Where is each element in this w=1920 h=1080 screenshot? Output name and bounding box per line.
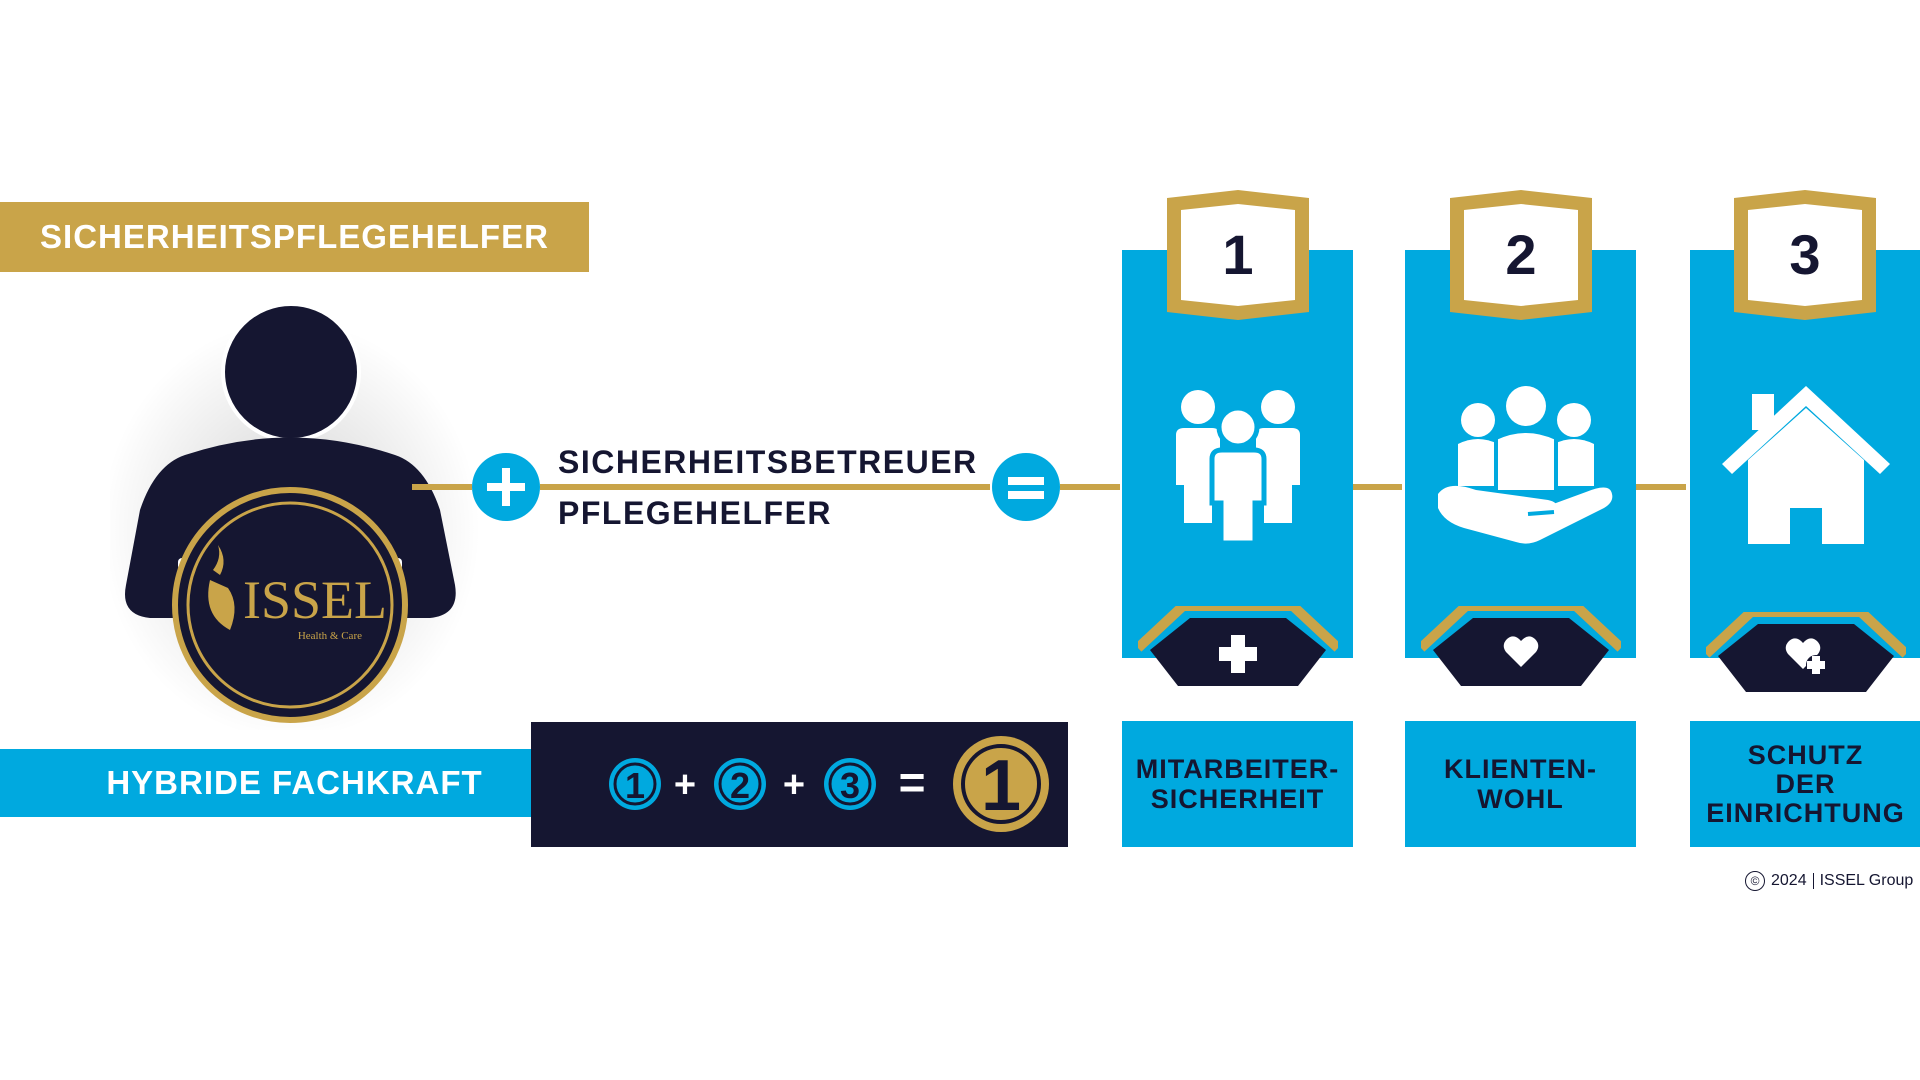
copyright: © 2024 ISSEL Group <box>1745 871 1913 891</box>
equation-term-1: 1 <box>609 758 661 810</box>
hybrid-banner: HYBRIDE FACHKRAFT <box>0 749 589 817</box>
house-icon <box>1722 386 1890 544</box>
equals-icon <box>1008 477 1044 499</box>
pillar-3-number: 3 <box>1789 223 1821 286</box>
copyright-year: 2024 <box>1771 872 1807 889</box>
equation-op1: + <box>674 764 696 806</box>
pillar-3-label-line3: EINRICHTUNG <box>1706 797 1905 828</box>
equation-eq: = <box>899 756 926 808</box>
pillar-2-label: KLIENTEN- WOHL <box>1405 721 1636 847</box>
connector-line <box>540 484 990 490</box>
pillar-3-label: SCHUTZ DER EINRICHTUNG <box>1690 721 1920 847</box>
connector-line <box>1060 484 1120 490</box>
pillar-3-label-line1: SCHUTZ <box>1747 739 1864 770</box>
group-icon <box>1176 390 1300 545</box>
figure-head <box>221 302 361 442</box>
logo-tagline: Health & Care <box>298 630 362 642</box>
title-banner: SICHERHEITSPFLEGEHELFER <box>0 202 589 272</box>
equation-graphic: 1 + 2 + 3 = 1 <box>609 736 1049 832</box>
pillar-2-label-line1: KLIENTEN- <box>1444 754 1597 784</box>
equation-result-text: 1 <box>981 746 1021 826</box>
copyright-owner: ISSEL Group <box>1819 872 1914 889</box>
connector-line2: PFLEGEHELFER <box>558 495 833 531</box>
title-text: SICHERHEITSPFLEGEHELFER <box>40 218 549 255</box>
heart-icon <box>1503 636 1539 667</box>
equation-result: 1 <box>953 736 1049 832</box>
logo-brand: ISSEL <box>243 570 387 630</box>
logo-outer-ring <box>172 487 408 723</box>
copyright-icon: © <box>1745 871 1765 891</box>
pillar-3-number-badge <box>1734 190 1876 320</box>
equation-n3: 3 <box>840 765 860 806</box>
pillar-1-label-line2: SICHERHEIT <box>1150 784 1325 814</box>
plus-circle <box>472 453 540 521</box>
connector-line <box>1636 484 1686 490</box>
heart-plus-icon <box>1785 638 1826 675</box>
connector-line <box>1352 484 1402 490</box>
equation-n2: 2 <box>730 765 750 806</box>
pillar-2-number-badge <box>1450 190 1592 320</box>
equals-circle <box>992 453 1060 521</box>
pillar-2-number: 2 <box>1505 223 1537 286</box>
pillar-2-label-line2: WOHL <box>1477 784 1564 814</box>
plus-icon <box>487 468 525 506</box>
pillar-3-label-line2: DER <box>1775 768 1836 799</box>
equation-term-3: 3 <box>824 758 876 810</box>
caregiver-figure: ISSEL Health & Care <box>110 302 480 730</box>
pillar-1-label: MITARBEITER- SICHERHEIT <box>1122 721 1353 847</box>
pillar-1-label-line1: MITARBEITER- <box>1135 754 1340 784</box>
equation-n1: 1 <box>625 765 645 806</box>
copyright-divider <box>1812 873 1814 889</box>
equation-op2: + <box>783 764 805 806</box>
medical-cross-icon <box>1219 635 1257 673</box>
pillar-1-number: 1 <box>1222 223 1254 286</box>
equation-term-2: 2 <box>714 758 766 810</box>
pillar-1-number-badge <box>1167 190 1309 320</box>
connector-line1: SICHERHEITSBETREUER <box>558 444 978 480</box>
logo-hand-icon <box>208 545 235 630</box>
logo-inner-ring <box>186 501 394 709</box>
caring-hand-icon <box>1438 386 1613 544</box>
connector-line <box>412 484 472 490</box>
hybrid-text: HYBRIDE FACHKRAFT <box>106 764 483 801</box>
